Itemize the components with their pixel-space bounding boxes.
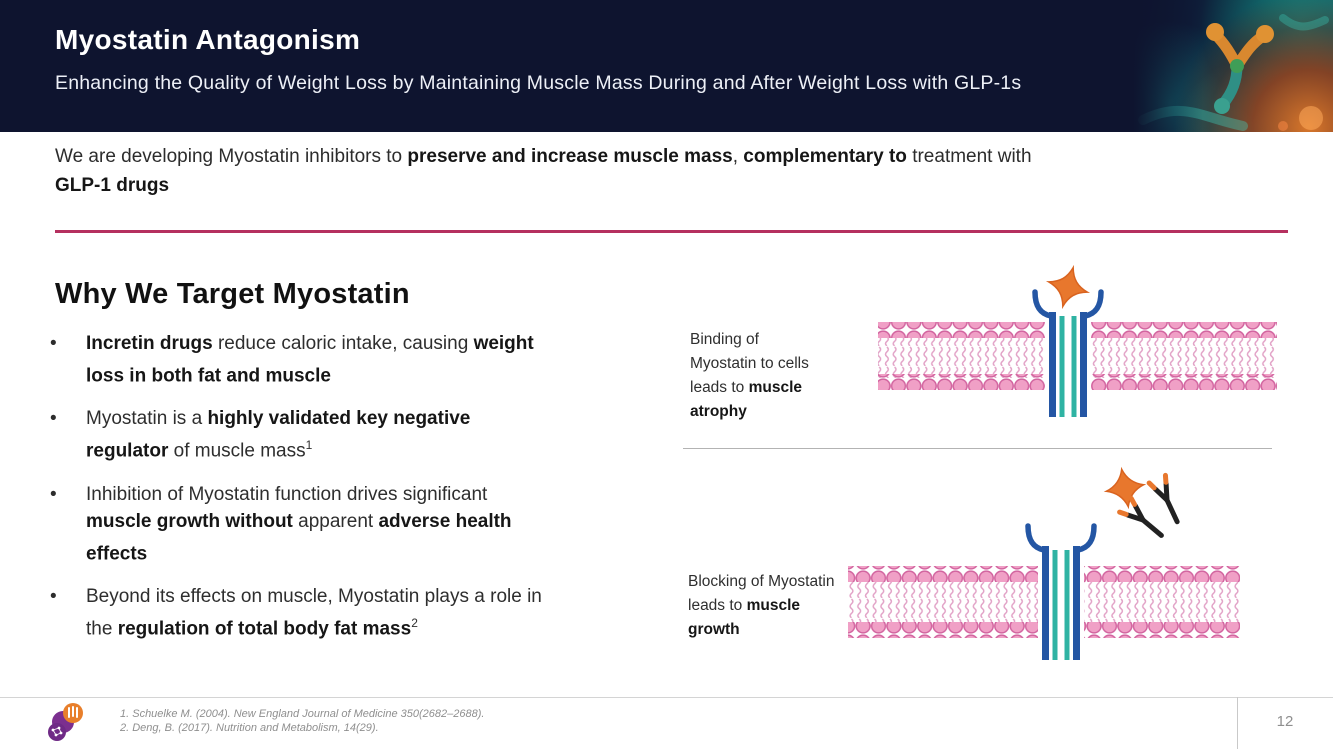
- intro-text: We are developing Myostatin inhibitors t…: [55, 146, 1032, 196]
- page-number: 12: [1276, 713, 1294, 730]
- bullet-item: • Inhibition of Myostatin function drive…: [50, 481, 590, 567]
- membrane-icon: [848, 566, 1240, 638]
- logo-molecule-icon: [48, 723, 66, 741]
- section-heading: Why We Target Myostatin: [55, 278, 410, 310]
- references: 1. Schuelke M. (2004). New England Journ…: [120, 707, 484, 735]
- footer-divider: [0, 697, 1333, 698]
- hero-fade: [1133, 0, 1203, 132]
- receptor-icon: [1032, 289, 1104, 417]
- bullet-list: • Incretin drugs reduce caloric intake, …: [50, 330, 590, 658]
- header-band: Myostatin Antagonism Enhancing the Quali…: [0, 0, 1333, 132]
- membrane-diagram-growth: [848, 466, 1240, 660]
- antibody-photo-icon: [1138, 14, 1329, 131]
- bullet-text: Myostatin is a highly validated key nega…: [86, 408, 471, 462]
- membrane-diagram-atrophy: [878, 264, 1277, 417]
- accent-rule: [55, 230, 1288, 233]
- receptor-icon: [1025, 523, 1097, 660]
- bullet-text: Beyond its effects on muscle, Myostatin …: [86, 585, 542, 640]
- company-logo: [48, 703, 83, 741]
- antibody-icon: [1146, 472, 1180, 525]
- myostatin-icon: [1103, 466, 1147, 510]
- logo-orange-icon: [63, 703, 83, 723]
- bullet-text: Incretin drugs reduce caloric intake, ca…: [86, 333, 534, 387]
- bullet-item: • Beyond its effects on muscle, Myostati…: [50, 583, 590, 642]
- bullet-item: • Myostatin is a highly validated key ne…: [50, 405, 590, 464]
- hero-image: [1133, 0, 1333, 132]
- bullet-marker: •: [50, 483, 57, 505]
- bullet-item: • Incretin drugs reduce caloric intake, …: [50, 330, 590, 389]
- footer-vertical-divider: [1237, 697, 1238, 749]
- bullet-marker: •: [50, 333, 57, 354]
- diagram-divider: [683, 448, 1272, 449]
- slide-title: Myostatin Antagonism: [55, 24, 361, 55]
- reference-line: 2. Deng, B. (2017). Nutrition and Metabo…: [120, 722, 379, 734]
- reference-line: 1. Schuelke M. (2004). New England Journ…: [120, 708, 485, 720]
- myostatin-icon: [1045, 264, 1091, 310]
- antibody-icon: [1117, 495, 1164, 538]
- bullet-marker: •: [50, 585, 57, 607]
- slide-subtitle: Enhancing the Quality of Weight Loss by …: [55, 72, 1022, 94]
- bullet-marker: •: [50, 408, 57, 430]
- bullet-text: Inhibition of Myostatin function drives …: [86, 483, 512, 564]
- intro-bold: preserve and increase muscle mass: [407, 146, 733, 167]
- intro-segment: We are developing Myostatin inhibitors t…: [55, 146, 408, 167]
- antibody-molecule-icon: [1206, 23, 1274, 114]
- diagram-caption-atrophy: Binding of Myostatin to cells leads to m…: [690, 331, 809, 420]
- diagram-caption-growth: Blocking of Myostatin leads to muscle gr…: [688, 573, 835, 638]
